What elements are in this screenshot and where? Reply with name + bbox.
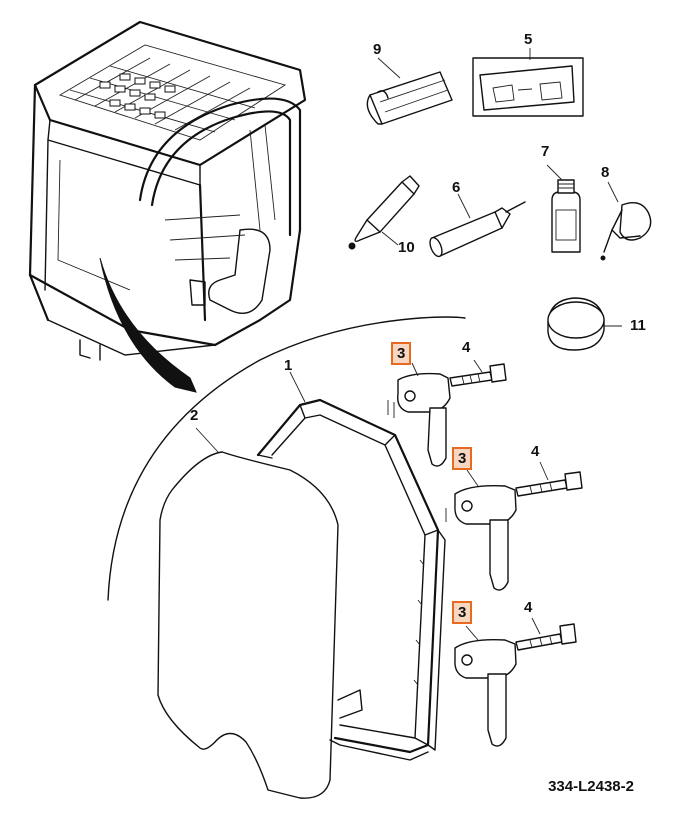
callout-8: 8 — [601, 164, 610, 181]
callout-4-bottom: 4 — [524, 599, 533, 616]
cab-illustration — [28, 20, 307, 361]
callout-4-top: 4 — [462, 339, 471, 356]
part-5-decal — [472, 57, 584, 117]
callout-9: 9 — [373, 41, 382, 58]
part-2-glass-panel — [157, 451, 339, 799]
part-11-cleaning-pad — [547, 297, 605, 351]
part-7-primer-bottle — [551, 179, 581, 253]
part-9-seal-strip — [366, 71, 453, 125]
part-6-sealant-cartridge — [429, 201, 526, 258]
figure-id-label: 334-L2438-2 — [548, 778, 634, 795]
part-4-bolt-top — [449, 363, 507, 387]
part-4-bolt-middle — [515, 471, 583, 497]
part-10-adhesive-tube — [348, 175, 420, 250]
callout-3-middle: 3 — [452, 447, 473, 470]
curved-arrow-icon — [99, 257, 197, 393]
callout-6: 6 — [452, 179, 461, 196]
callout-4-middle: 4 — [531, 443, 540, 460]
callout-5: 5 — [524, 31, 533, 48]
zoom-circle — [107, 316, 466, 601]
callout-10: 10 — [398, 239, 415, 256]
callout-11: 11 — [630, 317, 646, 334]
part-1-door-frame — [256, 398, 446, 761]
part-4-bolt-bottom — [515, 623, 577, 651]
callout-1: 1 — [284, 357, 293, 374]
callout-7: 7 — [541, 143, 550, 160]
part-3-handle-bottom — [454, 638, 517, 747]
part-3-handle-middle — [445, 484, 517, 591]
callout-3-bottom: 3 — [452, 601, 473, 624]
part-8-applicator — [600, 202, 652, 261]
callout-2: 2 — [190, 407, 199, 424]
part-3-handle-top — [387, 372, 451, 467]
callout-3-top: 3 — [391, 342, 412, 365]
